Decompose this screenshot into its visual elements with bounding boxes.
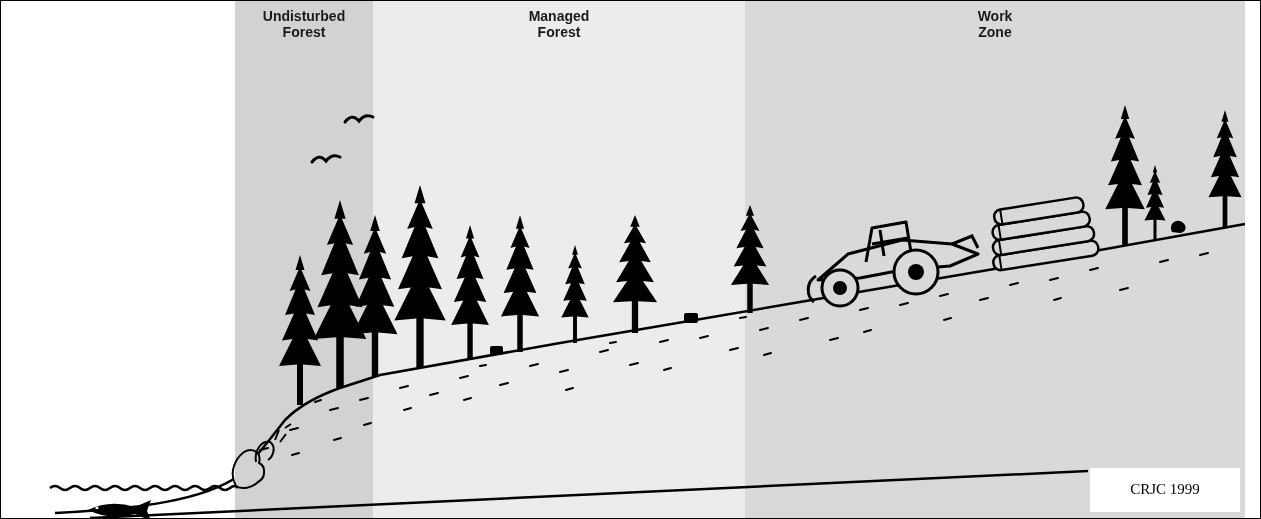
zone-label: Work Zone xyxy=(970,8,1020,40)
credit-box: CRJC 1999 xyxy=(1090,468,1240,512)
zone-label: Managed Forest xyxy=(519,8,599,40)
zone-label: Undisturbed Forest xyxy=(254,8,354,40)
zone-band: Undisturbed Forest xyxy=(235,0,373,519)
zone-band: Managed Forest xyxy=(373,0,745,519)
credit-text: CRJC 1999 xyxy=(1130,481,1200,498)
zone-band: Work ZoneCRJC 1999 xyxy=(745,0,1245,519)
